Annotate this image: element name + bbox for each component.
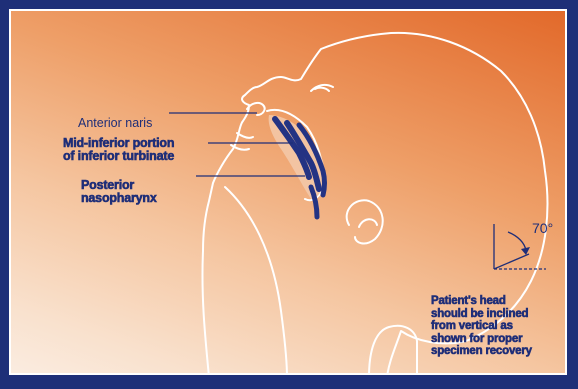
ear-outline [347,200,383,243]
eye-outline [311,85,333,91]
shoulder-outline [369,326,417,375]
neck-line [225,187,287,375]
angle-incline-line [494,254,529,269]
head-inclination-note: Patient's head should be inclined from v… [431,295,532,358]
mouth-outline [231,133,253,150]
diagram-panel: Anterior naris Mid-inferior portion of i… [9,9,567,375]
angle-label: 70° [532,221,553,235]
label-posterior-nasopharynx: Posterior nasopharynx [81,179,157,205]
label-anterior-naris: Anterior naris [78,117,152,130]
label-mid-inferior-turbinate: Mid-inferior portion of inferior turbina… [63,137,174,163]
angle-arc [508,232,526,251]
